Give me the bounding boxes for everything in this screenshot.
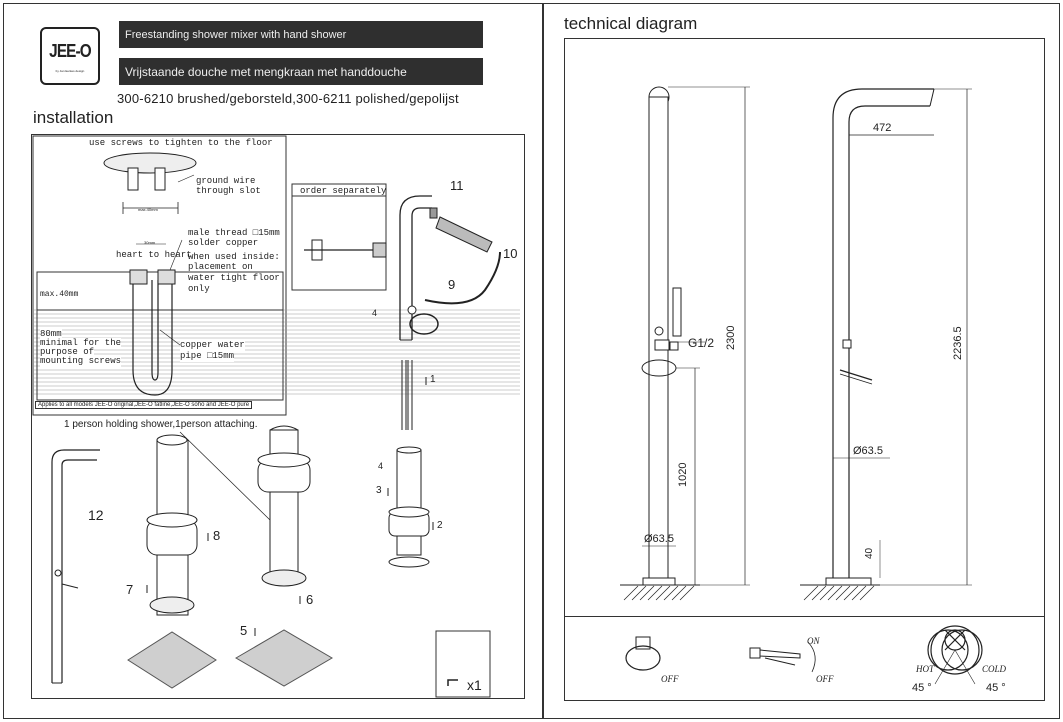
shower-head [435, 216, 493, 253]
note-pipe-1: copper water [180, 340, 245, 351]
dim-d635-front: Ø63.5 [644, 533, 674, 545]
note-80mm-2: minimal for the [40, 338, 122, 349]
installation-heading: installation [33, 108, 114, 127]
note-male-thread-2: solder copper [188, 238, 259, 248]
callout-4b: 4 [378, 461, 384, 471]
hose-loop [409, 313, 439, 335]
dim-472: 472 [873, 122, 892, 134]
dim-40: 40 [864, 547, 875, 559]
title-dutch: Vrijstaande douche met mengkraan met han… [125, 64, 407, 79]
left-page-border [3, 3, 543, 719]
technical-panel [564, 38, 1045, 701]
callout-3: 3 [376, 485, 382, 496]
model-numbers: 300-6210 brushed/geborsteld,300-6211 pol… [117, 91, 459, 106]
dim-g12: G1/2 [688, 336, 715, 350]
brand-logo: JEE-O by Jan Eerkes design [40, 27, 100, 85]
note-heart: heart to heart [116, 250, 192, 260]
side-base [825, 577, 872, 586]
callout-1: 1 [430, 374, 436, 385]
callout-9: 9 [448, 277, 456, 292]
title-english: Freestanding shower mixer with hand show… [125, 28, 347, 41]
floor-flange [103, 152, 197, 174]
note-male-thread-1: male thread □15mm [188, 228, 280, 238]
right-page-border [543, 3, 1060, 719]
installation-drawing [32, 135, 520, 698]
callout-11: 11 [450, 178, 464, 193]
callout-8: 8 [213, 528, 221, 543]
dim-1020: 1020 [677, 462, 689, 487]
op-off-left: OFF [661, 674, 679, 684]
note-ground-wire-1: ground wire [196, 176, 256, 186]
front-base [642, 577, 676, 586]
op-lever-side [759, 649, 801, 659]
shower-sideview [51, 449, 100, 683]
callout-10: 10 [503, 246, 518, 261]
note-persons: 1 person holding shower,1person attachin… [64, 419, 258, 430]
callout-5: 5 [240, 623, 248, 638]
note-inside-2: placement on [188, 262, 253, 272]
note-order-separately: order separately [300, 186, 387, 196]
callout-2: 2 [437, 520, 443, 531]
title-english-bar: Freestanding shower mixer with hand show… [119, 21, 483, 48]
hand-shower-hose [424, 251, 501, 305]
dim-2300: 2300 [725, 325, 737, 350]
leader-person [179, 431, 271, 521]
note-inside-4: only [188, 284, 210, 294]
thread-right [157, 269, 176, 285]
op-deg-left: 45 ° [912, 682, 932, 694]
note-ground-wire-2: through slot [196, 186, 261, 196]
front-floor-hatch [623, 585, 695, 601]
note-screws: use screws to tighten to the floor [89, 138, 273, 148]
flex-hoses [401, 360, 413, 430]
callout-7: 7 [126, 582, 134, 597]
note-max40: max.40mm [40, 290, 79, 299]
dim-d635-side: Ø63.5 [853, 445, 883, 457]
callout-6: 6 [306, 592, 314, 607]
callout-4a: 4 [372, 308, 378, 318]
logo-small-text: by Jan Eerkes design [55, 69, 85, 73]
note-pipe-2: pipe □15mm [180, 351, 235, 362]
op-hot: HOT [916, 664, 935, 674]
op-deg-right: 45 ° [986, 682, 1006, 694]
note-spacing: 30mm [144, 240, 156, 245]
side-lever [839, 369, 873, 381]
column-step-6 [269, 429, 299, 579]
op-lever-ring [625, 645, 661, 671]
op-cold: COLD [982, 664, 1007, 674]
technical-drawing [620, 86, 983, 685]
op-off-right: OFF [816, 674, 834, 684]
op-rotation-rings [927, 625, 983, 675]
note-applies: Applies to all models JEE-O original,JEE… [35, 401, 253, 409]
note-qty: x1 [467, 677, 482, 693]
floor-hatch [34, 309, 520, 395]
dim-2236: 2236.5 [952, 326, 964, 360]
front-hand-shower [672, 287, 682, 337]
note-inside-3: water tight floor [188, 273, 280, 283]
lower-column [396, 449, 422, 556]
logo-text: JEE-O [49, 41, 92, 61]
note-inside-1: when used inside: [188, 252, 280, 262]
note-80mm-1: 80mm [40, 329, 62, 340]
op-on: ON [807, 636, 820, 646]
qty-box [435, 630, 491, 698]
note-max-mm-small: max.40mm [138, 207, 158, 212]
side-floor-hatch [803, 585, 875, 601]
side-column [832, 88, 934, 578]
callout-12: 12 [88, 507, 104, 523]
shower-column [399, 195, 432, 340]
thread-left [129, 269, 148, 285]
installation-panel [31, 134, 525, 699]
callout-arrows [146, 377, 434, 636]
copper-u-pipe [132, 280, 173, 396]
tile-step-8 [127, 631, 217, 689]
note-80mm-3: purpose of [40, 347, 95, 358]
note-80mm-4: mounting screws [40, 356, 122, 367]
technical-heading: technical diagram [564, 14, 698, 33]
title-dutch-bar: Vrijstaande douche met mengkraan met han… [119, 58, 483, 85]
order-separately-box [291, 183, 387, 291]
panel-divider [564, 616, 1045, 617]
rough-in-panel [32, 135, 287, 416]
tile-step-6 [235, 629, 333, 687]
